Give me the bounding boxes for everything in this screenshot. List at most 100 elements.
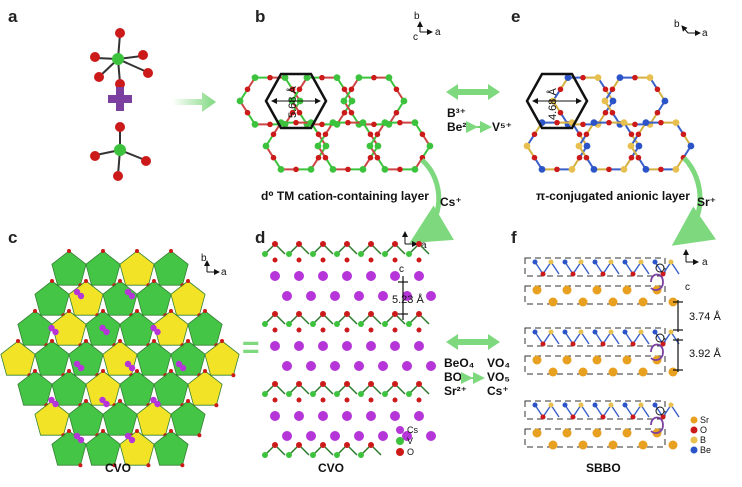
- layered-structure-f: [524, 257, 680, 450]
- oxygen-atom: [320, 397, 326, 403]
- cs-atom: [426, 361, 436, 371]
- cs-atom: [154, 328, 161, 336]
- oxygen-atom: [344, 257, 350, 263]
- cs-atom: [52, 328, 59, 336]
- oxygen-atom: [600, 414, 606, 420]
- framework-atom: [400, 97, 408, 105]
- cs-atom: [77, 292, 85, 300]
- hexagon-ring-e: [525, 72, 589, 130]
- oxygen-atom: [345, 119, 351, 126]
- arrow-a-to-b: [172, 92, 216, 112]
- vanadium-atom: [286, 321, 292, 327]
- oxygen-atom: [315, 131, 322, 138]
- oxygen-atom: [296, 257, 302, 263]
- sr-atom: [608, 367, 618, 377]
- cs-atom: [390, 341, 400, 351]
- oxygen-atom: [600, 341, 606, 347]
- oxygen-atom: [654, 109, 661, 116]
- cs-atom: [175, 360, 183, 368]
- sr-ion-label: Sr⁺: [697, 195, 716, 209]
- cs-atom: [402, 431, 412, 441]
- legend-f: Sr O B Be: [690, 415, 711, 455]
- distance-label-f2: 3.92 Å: [689, 347, 721, 360]
- sr-atom: [638, 440, 648, 450]
- vo4-tetrahedron: [51, 310, 87, 346]
- vanadium-atom: [406, 321, 412, 327]
- panel-c-label: c: [8, 228, 17, 247]
- caption-e: π-conjugated anionic layer: [536, 189, 690, 203]
- vanadium-atom: [382, 321, 388, 327]
- oxygen-atom: [583, 131, 590, 138]
- cs-atom: [354, 291, 364, 301]
- framework-atom: [661, 97, 669, 105]
- framework-atom: [635, 142, 643, 150]
- cs-atom: [128, 364, 136, 372]
- cs-atom: [124, 288, 132, 296]
- cs-atom: [390, 271, 400, 281]
- cs-atom: [294, 271, 304, 281]
- framework-atom: [411, 165, 419, 173]
- borate-chain: [624, 330, 650, 346]
- oxygen-atom: [416, 241, 422, 247]
- oxygen-atom: [118, 279, 122, 283]
- sr-atom: [532, 355, 542, 365]
- oxygen-atom: [580, 74, 586, 81]
- oxygen-atom: [267, 74, 273, 81]
- vanadium-atom: [310, 321, 316, 327]
- hexagon-ring-b: [264, 72, 328, 130]
- oxygen-atom: [118, 399, 122, 403]
- framework-atom: [359, 119, 367, 127]
- cs-atom: [103, 400, 110, 408]
- oxygen-atom: [630, 271, 636, 277]
- oxygen-atom: [416, 381, 422, 387]
- borate-chain: [534, 260, 560, 276]
- b-atom: [578, 329, 584, 335]
- oxygen-atom: [197, 433, 202, 438]
- cs-atom: [390, 411, 400, 421]
- vo5-polyhedron: [85, 250, 121, 286]
- oxygen-atom: [341, 109, 348, 116]
- cs-atom: [318, 271, 328, 281]
- cs-atom: [294, 341, 304, 351]
- borate-chain: [654, 330, 680, 346]
- oxygen-atom: [296, 109, 303, 116]
- framework-atom: [594, 74, 602, 82]
- oxygen-atom: [609, 86, 616, 93]
- panel-d-label: d: [255, 228, 265, 247]
- cs-atom: [99, 396, 106, 404]
- oxygen-atom: [658, 166, 664, 173]
- oxygen-atom: [289, 109, 296, 116]
- panel-d: d a c 5.23 Å Cs V O CVO: [255, 228, 436, 475]
- oxygen-atom: [33, 369, 37, 373]
- cs-atom: [330, 361, 340, 371]
- oxygen-atom: [118, 339, 122, 343]
- legend-o: O: [407, 447, 414, 457]
- oxygen-atom: [628, 131, 635, 138]
- framework-atom: [281, 74, 289, 82]
- cs-atom: [124, 432, 132, 440]
- framework-atom: [329, 119, 337, 127]
- vanadium-atom: [358, 391, 364, 397]
- b-atom: [668, 329, 674, 335]
- axis-b-label-c: b: [201, 253, 207, 264]
- cs-atom: [414, 341, 424, 351]
- framework-atom: [646, 74, 654, 82]
- cs-atom: [426, 291, 436, 301]
- equals-sign: =: [242, 331, 260, 364]
- axes-f: a c: [683, 249, 708, 293]
- oxygen-atom: [344, 442, 350, 448]
- vo5-polyhedron: [34, 340, 70, 376]
- sr-atom: [592, 355, 602, 365]
- oxygen-atom: [270, 154, 277, 161]
- vanadium-atom: [382, 391, 388, 397]
- sr-atom: [548, 367, 558, 377]
- sr-curve-arrow: Sr⁺: [671, 156, 717, 246]
- oxygen-atom: [540, 271, 546, 277]
- framework-atom: [314, 142, 322, 150]
- oxygen-atom: [368, 381, 374, 387]
- sr-atom: [668, 440, 678, 450]
- framework-atom: [583, 142, 591, 150]
- oxygen-atom: [186, 399, 190, 403]
- dim-f: 3.74 Å 3.92 Å: [673, 300, 721, 372]
- oxygen-atom: [570, 341, 576, 347]
